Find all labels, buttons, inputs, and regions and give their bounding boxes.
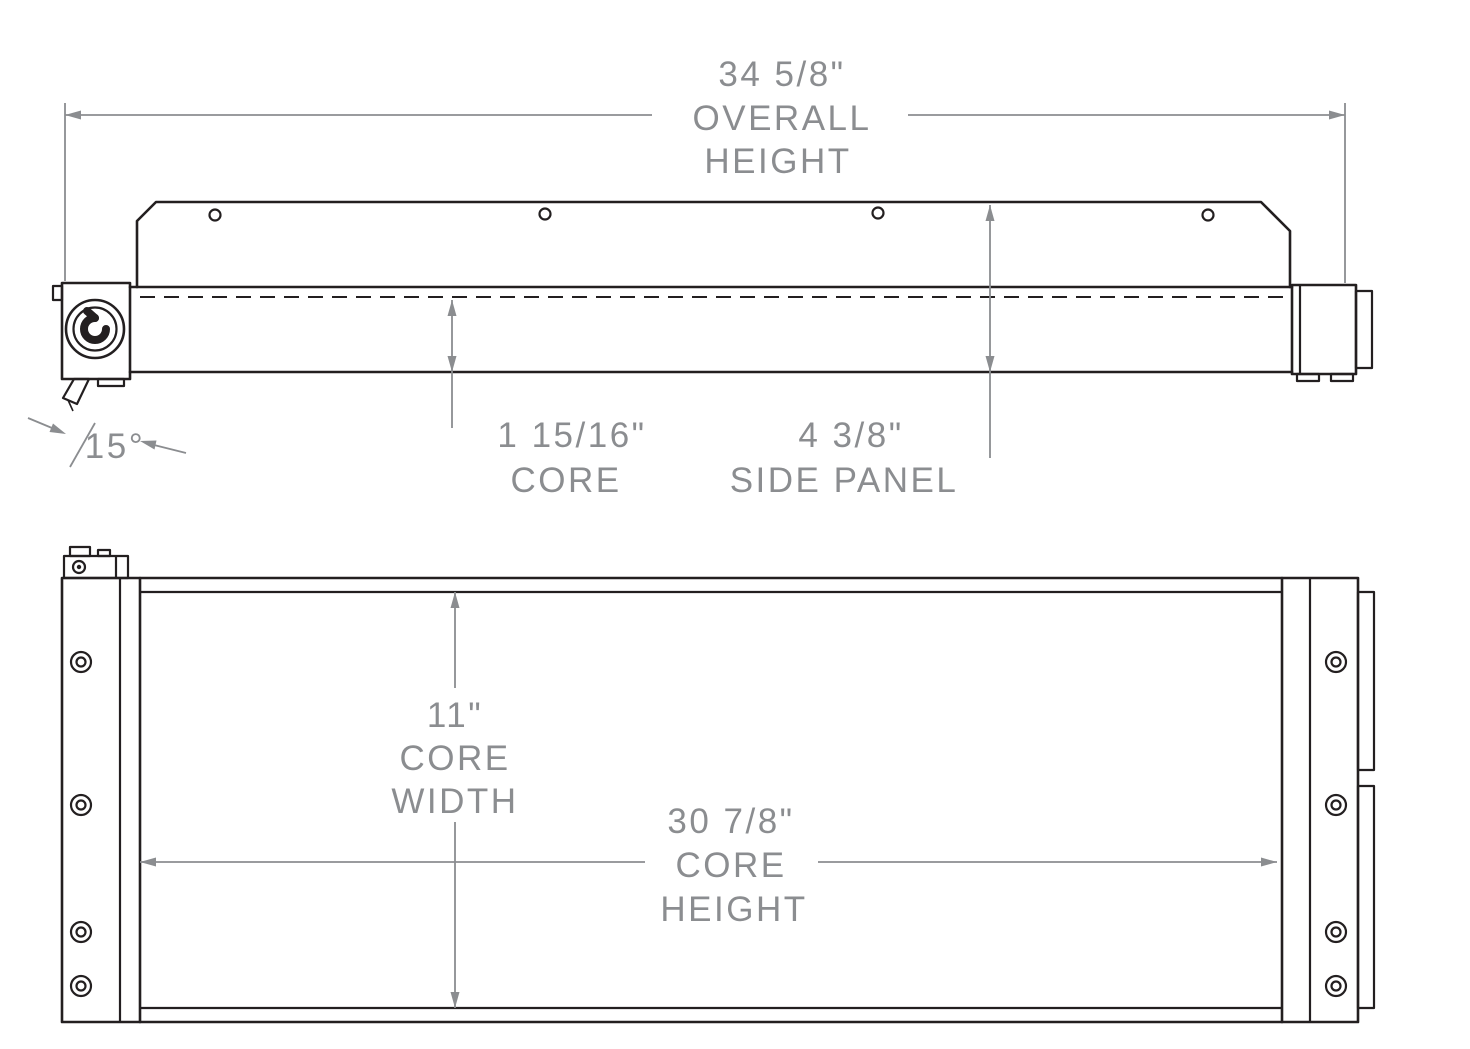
dim-core-width-value: 11" xyxy=(427,696,483,735)
bolt-holes-left xyxy=(69,650,93,998)
dim-core-height-label1: CORE xyxy=(675,846,786,885)
bolt-hole xyxy=(75,656,87,668)
dim-core-width: 11" CORE WIDTH xyxy=(391,592,518,1008)
front-outline xyxy=(60,576,1376,1024)
filler-cap-detail xyxy=(80,314,110,344)
top-panel-outline xyxy=(135,200,1292,289)
bolt-hole xyxy=(1324,793,1348,817)
bolt-hole xyxy=(75,980,87,992)
left-foot xyxy=(96,377,126,388)
right-outboard-bracket-top xyxy=(1356,590,1376,772)
mounting-bracket-right xyxy=(1290,283,1374,383)
bolt-hole xyxy=(1324,920,1348,944)
front-view: 11" CORE WIDTH 30 7/8" CORE HEIGHT xyxy=(60,545,1376,1024)
arrowhead-left xyxy=(140,857,156,867)
bolt-hole xyxy=(1330,980,1342,992)
angle-reference-line xyxy=(69,422,96,468)
bolt-hole xyxy=(1324,974,1348,998)
dim-core-depth-value: 1 15/16" xyxy=(497,416,646,455)
arrowhead-up xyxy=(450,592,460,608)
bolt-hole xyxy=(69,650,93,674)
arrowhead-angle-right xyxy=(140,440,157,450)
front-outer-rect xyxy=(60,576,1360,1024)
cap-center-dot xyxy=(76,564,82,570)
dim-overall-height: 34 5/8" OVERALL HEIGHT xyxy=(64,55,1346,283)
bolt-hole xyxy=(69,920,93,944)
dim-overall-height-value: 34 5/8" xyxy=(718,55,845,94)
bolt-hole xyxy=(75,926,87,938)
dim-core-height-label2: HEIGHT xyxy=(660,890,807,929)
bolt-hole xyxy=(1330,656,1342,668)
dim-core-height-value: 30 7/8" xyxy=(667,802,794,841)
arrowhead-up xyxy=(447,300,457,316)
dim-side-panel: 4 3/8" SIDE PANEL xyxy=(730,205,995,500)
filler-cap-inner xyxy=(72,306,118,352)
arrowhead-up xyxy=(985,205,995,221)
filler-cap-tab xyxy=(83,307,99,322)
filler-cap-front xyxy=(62,545,130,580)
angle-leader-left xyxy=(27,417,53,429)
right-bracket-outboard xyxy=(1354,289,1374,370)
dim-core-depth: 1 15/16" CORE xyxy=(447,300,646,500)
radiator-body xyxy=(128,285,1294,374)
drain-spout xyxy=(61,377,91,406)
dim-side-panel-label: SIDE PANEL xyxy=(730,461,959,500)
bolt-hole xyxy=(75,799,87,811)
arrowhead-angle-left xyxy=(49,423,66,434)
cap-body xyxy=(62,554,130,580)
cap-tab xyxy=(68,545,92,558)
dim-angle: 15° xyxy=(27,417,187,468)
right-bracket-outline xyxy=(1290,283,1358,376)
dim-overall-height-label2: HEIGHT xyxy=(704,142,851,181)
dim-side-panel-value: 4 3/8" xyxy=(798,416,903,455)
dim-angle-value: 15° xyxy=(85,427,145,466)
right-foot xyxy=(1295,372,1321,383)
bolt-hole xyxy=(1330,926,1342,938)
bolt-hole xyxy=(69,793,93,817)
top-panel xyxy=(135,200,1292,289)
drain-spout-tip xyxy=(67,399,74,412)
right-foot xyxy=(1329,372,1355,383)
panel-hole xyxy=(538,207,552,221)
filler-neck xyxy=(51,281,132,412)
panel-hole xyxy=(1201,208,1215,222)
bolt-hole xyxy=(1330,799,1342,811)
panel-hole xyxy=(208,208,222,222)
arrowhead-right xyxy=(1261,857,1277,867)
arrowhead-down xyxy=(447,356,457,372)
arrowhead-down xyxy=(985,356,995,372)
arrowhead-right xyxy=(1329,110,1345,120)
arrowhead-left xyxy=(65,110,81,120)
dim-core-depth-label: CORE xyxy=(510,461,621,500)
bolt-hole xyxy=(69,974,93,998)
dim-core-width-label2: WIDTH xyxy=(391,782,518,821)
cap-tab-small xyxy=(96,548,112,558)
right-outboard-bracket-bottom xyxy=(1356,784,1376,1010)
top-view: 34 5/8" OVERALL HEIGHT 1 15/16" CORE 4 3… xyxy=(27,55,1374,500)
bolt-hole xyxy=(1324,650,1348,674)
arrowhead-down xyxy=(450,992,460,1008)
dim-core-height: 30 7/8" CORE HEIGHT xyxy=(140,802,1277,929)
bolt-holes-right xyxy=(1324,650,1348,998)
angle-leader-right xyxy=(153,444,187,454)
dim-overall-height-label1: OVERALL xyxy=(693,99,872,138)
cap-circle xyxy=(71,559,87,575)
panel-hole xyxy=(871,206,885,220)
dim-core-width-label1: CORE xyxy=(399,739,510,778)
filler-cap-outer xyxy=(64,298,126,360)
left-tank-outline xyxy=(60,281,132,381)
left-tank-tab xyxy=(51,284,64,302)
